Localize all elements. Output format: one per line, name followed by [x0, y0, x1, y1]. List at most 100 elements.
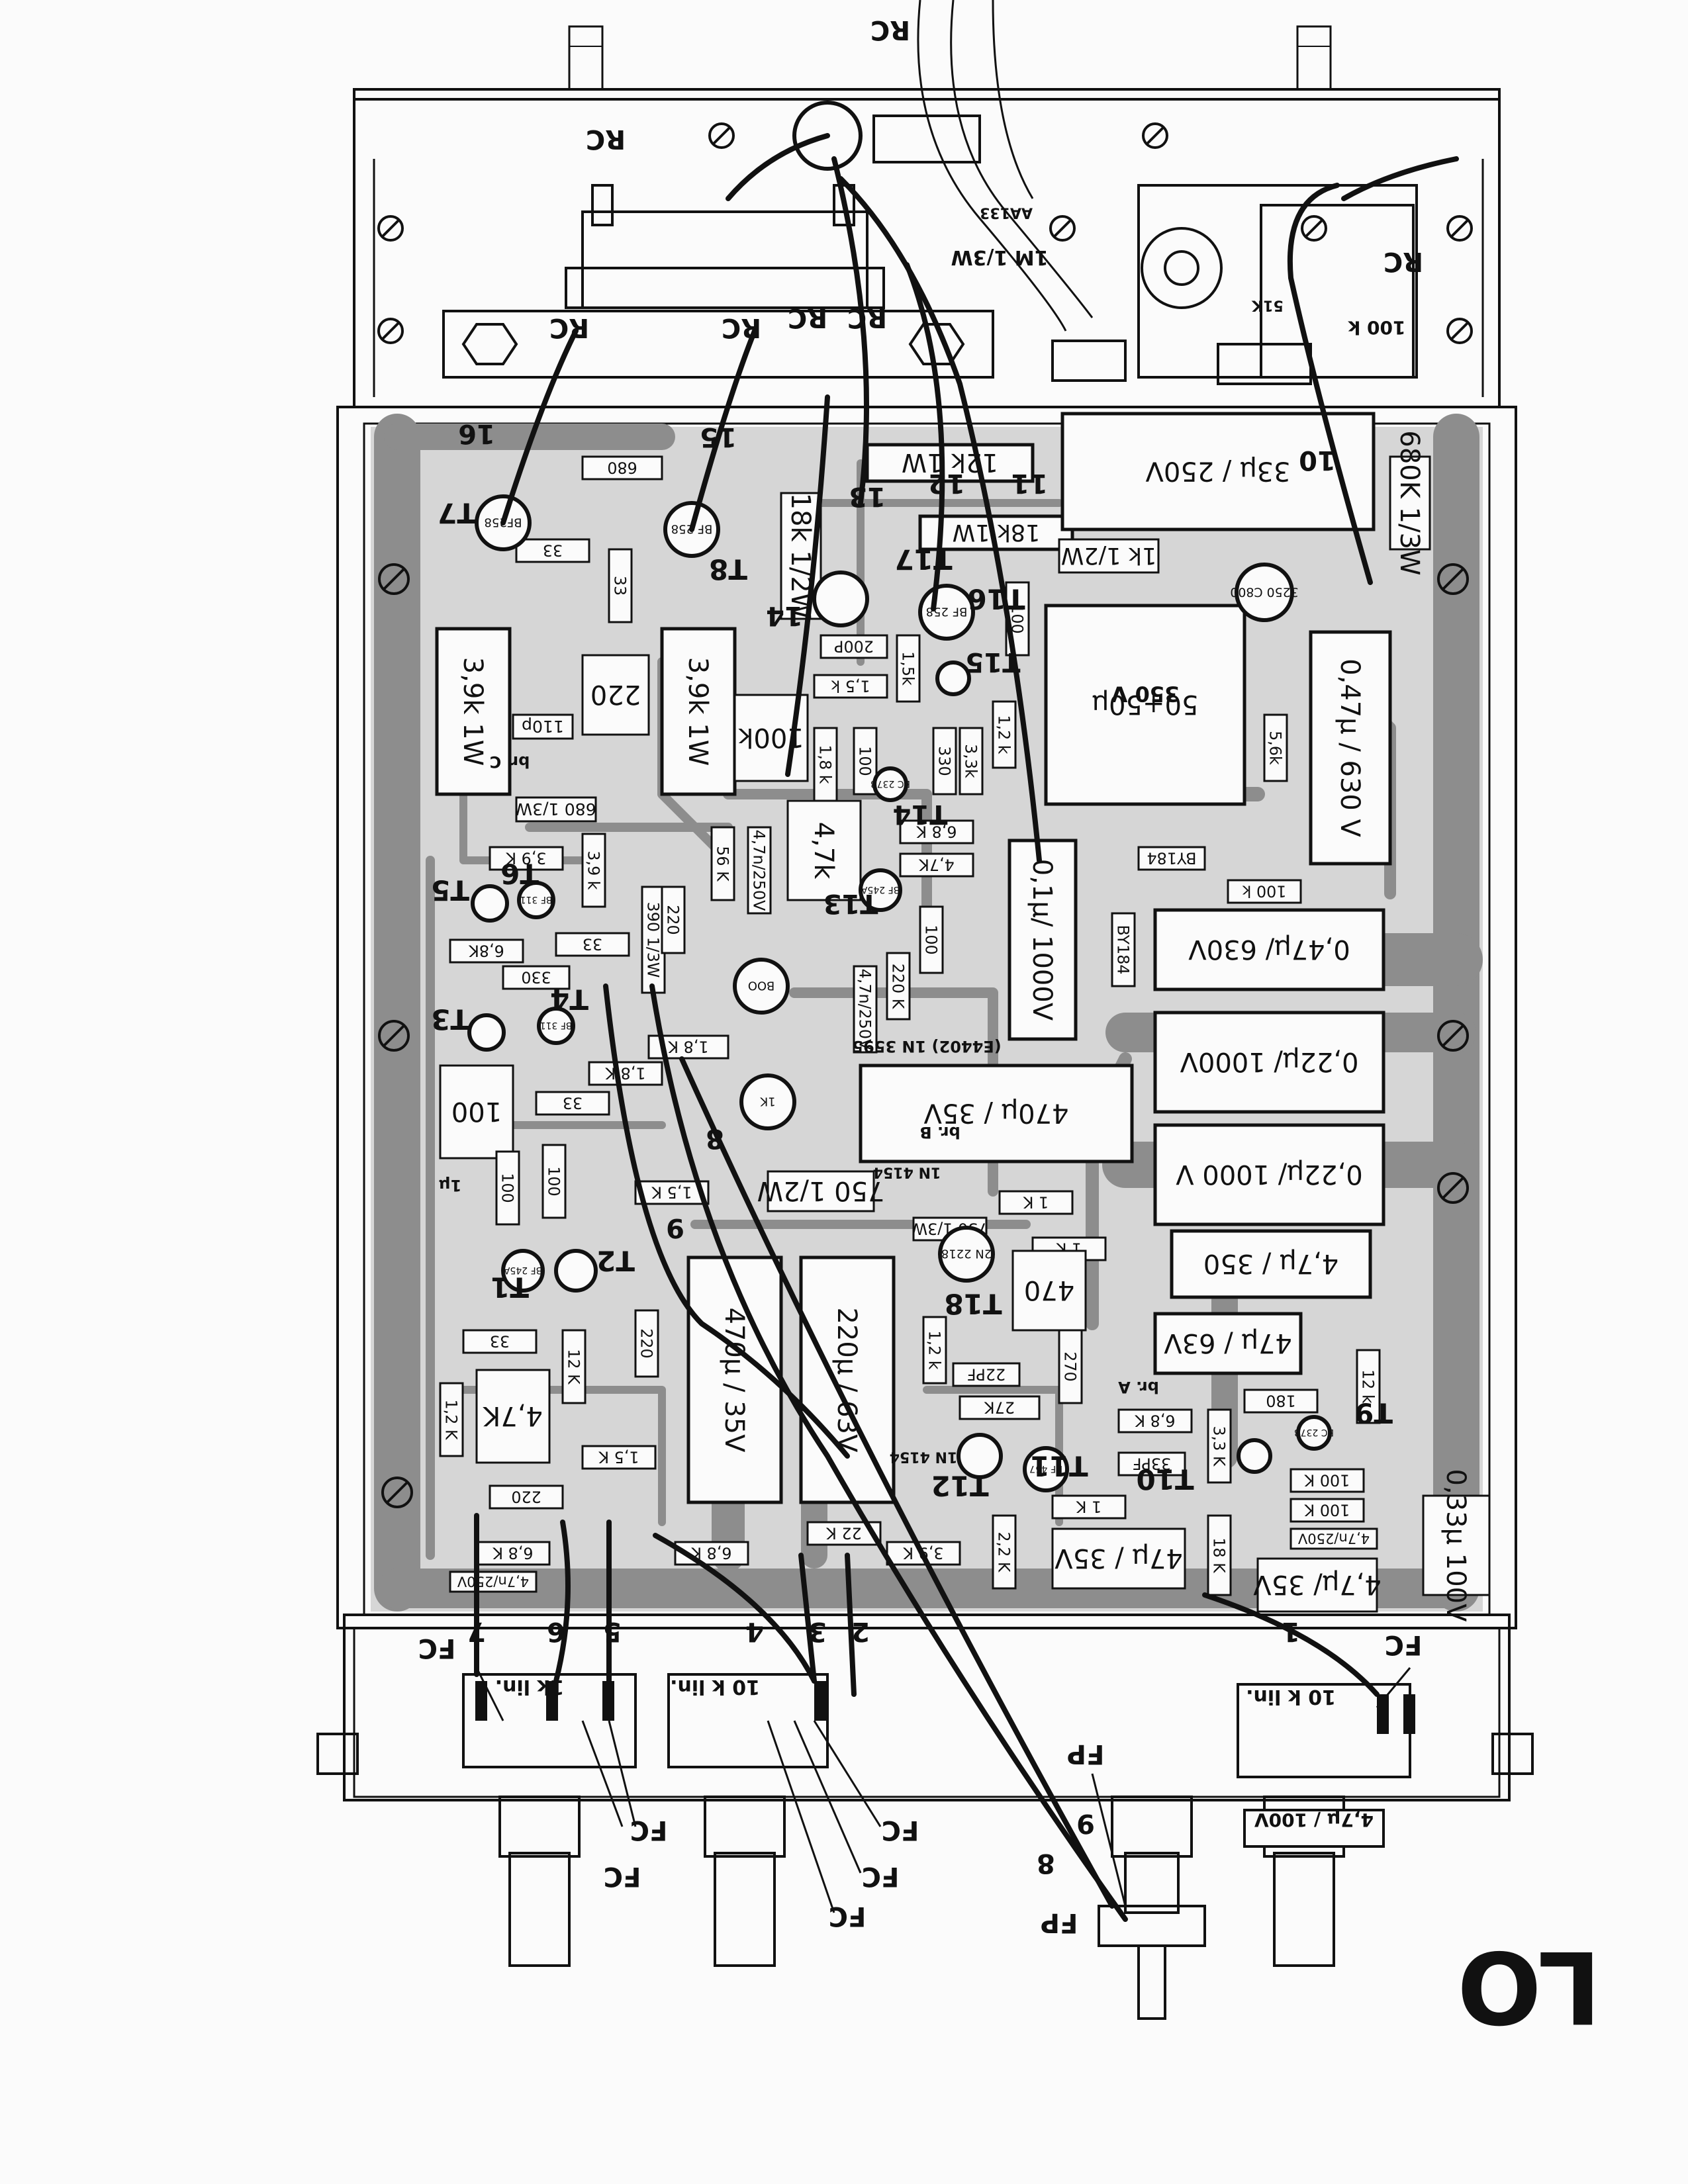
label-lbl-1: 1 [1282, 1616, 1300, 1647]
label-lbl-t17: T17 [894, 543, 952, 576]
component-r-270-v: 270 [1058, 1329, 1083, 1404]
component-label: BY184 [1114, 925, 1133, 975]
component-label: 4,7k [808, 822, 839, 880]
semiconductor-case [859, 868, 902, 912]
component-body [952, 1362, 1021, 1387]
component-r-1-2k-v: 1,2 k [992, 700, 1017, 769]
component-r-27k: 27K [959, 1395, 1041, 1420]
semiconductor-t17 [812, 570, 869, 627]
component-label: 470µ / 35V [923, 1098, 1069, 1128]
component-label: 0,47µ / 630 V [1335, 659, 1365, 837]
component-body [1356, 1349, 1381, 1424]
component-c-4-7n-250v-c: 4,7n/250V [1289, 1527, 1378, 1550]
semiconductor-case [471, 884, 509, 923]
component-label: 47µ / 35V [1055, 1543, 1183, 1573]
component-label: 2,2 K [995, 1531, 1013, 1572]
component-r-220-bottom: 220 [489, 1484, 564, 1510]
component-c-200p: 200P [820, 634, 888, 659]
component-body [932, 727, 957, 796]
component-body [512, 713, 574, 740]
component-label: 22PF [967, 1365, 1006, 1384]
label-lbl-100k-top: 100 k [1347, 316, 1405, 338]
component-c-0-1u-1000v: 0,1µ/ 1000V [1008, 839, 1078, 1041]
label-lbl-rc-3: RC [788, 302, 827, 333]
component-r-680-top: 680 [581, 455, 663, 480]
semiconductor-case [501, 1249, 545, 1293]
component-label: 18 K [1210, 1537, 1229, 1574]
component-body [1051, 1527, 1186, 1590]
component-label: 12 K [565, 1349, 583, 1385]
component-body [1256, 1557, 1378, 1613]
label-lbl-t16: T16 [967, 583, 1025, 615]
label-lbl-t2: T2 [596, 1245, 635, 1277]
component-body [541, 1144, 567, 1219]
label-lbl-t15: T15 [966, 647, 1021, 677]
component-r-100-tri: 100 [439, 1064, 514, 1160]
component-label: 56 K [714, 846, 732, 882]
component-r-3-9k-vert: 3,9 k [581, 833, 606, 908]
component-label: 680 [607, 459, 637, 477]
label-lbl-t8: T8 [709, 553, 747, 586]
label-lbl-rc-1: RC [549, 312, 589, 343]
component-r-33-t7: 33 [515, 538, 590, 563]
component-r-390-1-3w: 390 1/3W [641, 886, 666, 994]
component-body [899, 819, 974, 844]
component-body [1309, 630, 1392, 866]
semiconductor-case [812, 570, 869, 627]
component-label: 390 1/3W [644, 902, 663, 978]
semiconductor-label: BF 311 [520, 894, 553, 905]
label-lbl-10klin-1: 1k lin. [495, 1675, 565, 1698]
label-lbl-11: 11 [1011, 468, 1048, 498]
label-lbl-15: 15 [700, 422, 737, 452]
label-lbl-10klin-2: 10 k lin. [670, 1675, 760, 1698]
component-label: 33 [543, 541, 563, 560]
semiconductor-t11: BF 457 [1023, 1446, 1069, 1492]
component-label: 100 [498, 1173, 517, 1203]
label-lbl-t6: T6 [500, 858, 539, 890]
component-r-400-v2: 100 [541, 1144, 567, 1219]
component-body [561, 1329, 586, 1404]
component-r-6-8k: 6,8 K [899, 819, 974, 844]
component-body [435, 627, 512, 796]
component-label: 1,5 K [598, 1448, 639, 1467]
component-body [799, 1255, 896, 1504]
component-body [449, 1570, 538, 1593]
component-body [581, 1445, 657, 1470]
component-r-400-v: 100 [495, 1150, 520, 1226]
component-label: 1,8 k [816, 745, 835, 784]
component-label: 220 [511, 1488, 541, 1506]
label-lbl-rc-top: RC [870, 15, 910, 45]
component-label: 6,8K [468, 942, 504, 960]
component-c-470u-35v-v: 470µ / 35V [686, 1255, 783, 1504]
label-lbl-10klin-3: 10 k lin. [1246, 1685, 1336, 1708]
semiconductor-label: 2N 2218 [941, 1247, 992, 1261]
component-body [747, 826, 772, 915]
component-body [502, 965, 571, 990]
component-label: 0,1µ/ 1000V [1027, 859, 1057, 1021]
component-body [899, 852, 974, 878]
component-r-220-tri: 220 [581, 654, 650, 736]
semiconductor-case [1237, 1438, 1272, 1474]
component-r-3-9k-small: 3,9 K [489, 846, 564, 871]
component-r-2-2k-v: 2,2 K [992, 1514, 1017, 1590]
component-c-0-47u-630v-top: 0,47µ / 630 V [1309, 630, 1392, 866]
component-body [1051, 1494, 1127, 1520]
component-label: 0,22µ/ 1000V [1180, 1046, 1359, 1077]
component-body [959, 727, 984, 796]
component-r-330-left: 330 [502, 965, 571, 990]
label-lbl-16: 16 [458, 418, 495, 449]
component-r-6-8k-b2: 6,8 K [674, 1541, 749, 1566]
semiconductor-label: BF 245A [861, 884, 900, 895]
component-label: 4,7µ/ 35V [1253, 1569, 1382, 1600]
label-lbl-14: 14 [766, 600, 803, 631]
semiconductor-t3 [467, 1013, 506, 1052]
semiconductor-t4: BF 311 [537, 1007, 575, 1045]
component-r-4-7k-tri: 4,7k [786, 799, 862, 901]
component-body [959, 1395, 1041, 1420]
component-label: 470µ / 35V [719, 1308, 749, 1453]
component-body [1289, 1468, 1365, 1493]
label-lbl-rc-2: RC [722, 312, 761, 343]
component-body [515, 538, 590, 563]
label-lbl-t7: T7 [438, 497, 476, 529]
label-lbl-8-low: 8 [1037, 1848, 1055, 1878]
